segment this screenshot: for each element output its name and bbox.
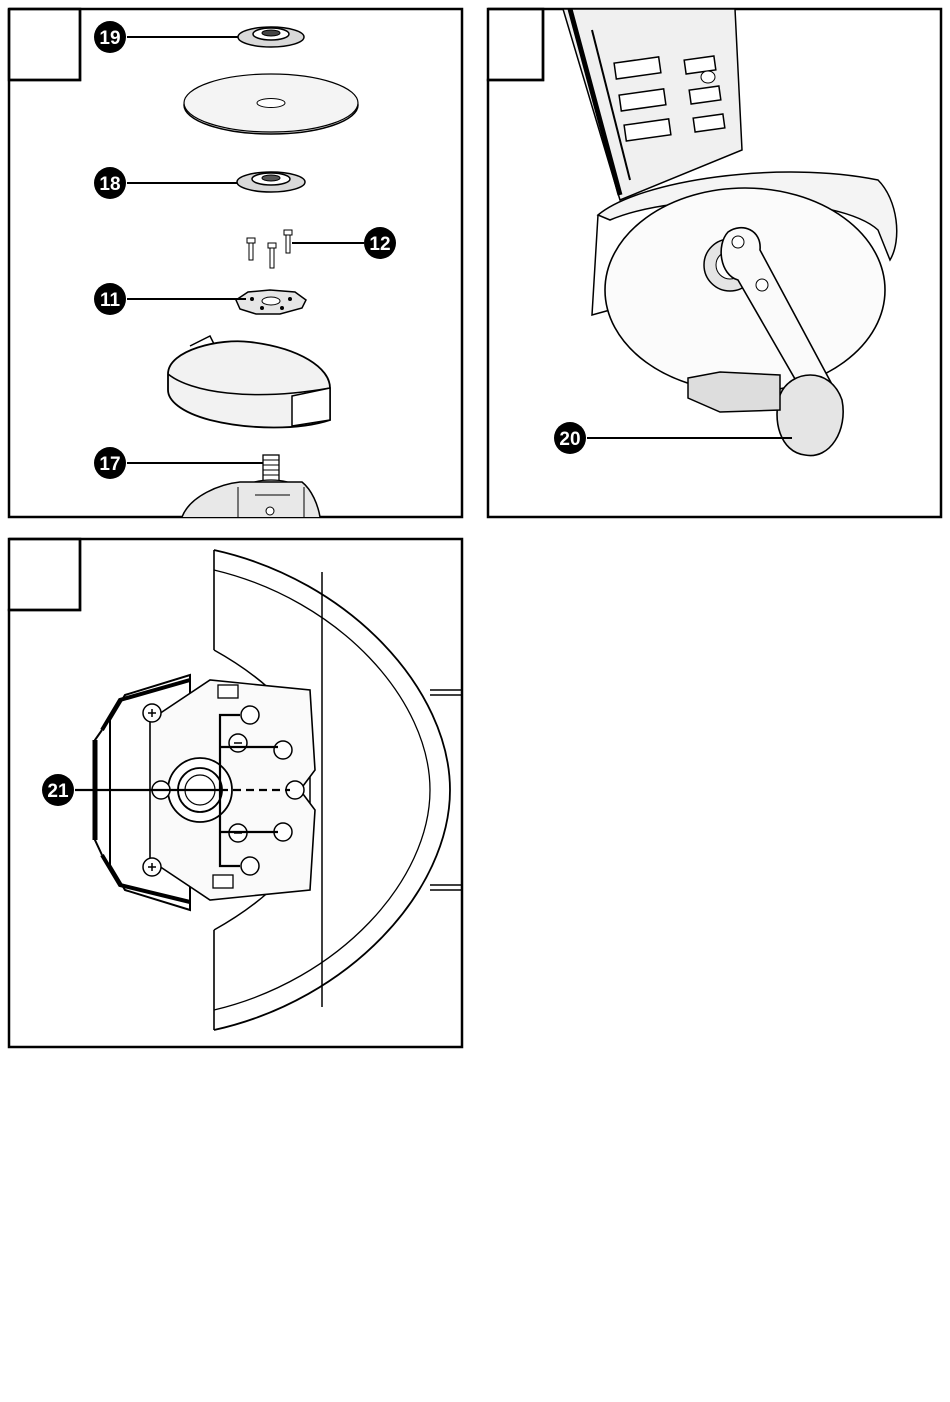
panel-exploded-view: 19 18 12 11 17 [0,0,470,525]
screws [247,230,292,268]
callout-20: 20 [554,422,792,454]
support-flange [237,172,305,192]
panel-index-box [9,9,80,80]
flange-nut [238,27,304,47]
wheel-guard [168,336,330,428]
motor-housing [563,9,742,200]
panel-wrench-tightening: 20 [480,0,950,525]
panel-index-box [9,539,80,610]
svg-text:20: 20 [559,429,580,450]
panel-index-box [488,9,543,80]
callout-12: 12 [292,227,396,259]
gear-head [688,372,780,412]
callout-11: 11 [94,283,246,315]
callout-18: 18 [94,167,237,199]
wrench-drawing: 20 [480,0,950,525]
svg-text:21: 21 [47,781,69,802]
svg-text:17: 17 [99,454,120,475]
svg-text:18: 18 [99,174,120,195]
grinding-disc [184,74,358,134]
exploded-view-drawing: 19 18 12 11 17 [0,0,470,525]
guard-detail-drawing: 21 [0,530,470,1055]
mounting-plate [236,290,306,314]
callout-19: 19 [94,21,238,53]
spindle-and-housing [182,455,320,517]
panel-guard-detail: 21 [0,530,470,1055]
callout-17: 17 [94,447,263,479]
svg-text:19: 19 [99,28,120,49]
svg-text:12: 12 [369,234,390,255]
svg-text:11: 11 [100,290,121,311]
